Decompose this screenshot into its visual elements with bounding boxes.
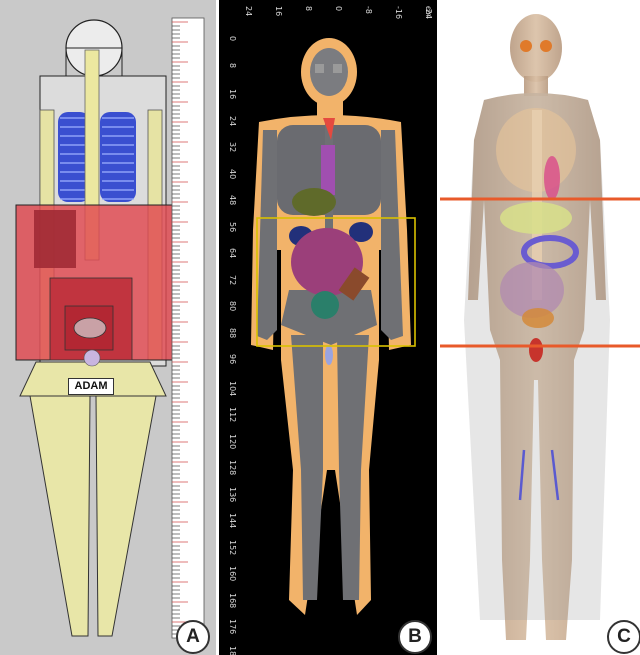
panel-c-mesh-phantom: C xyxy=(440,0,640,655)
axis-unit: cm xyxy=(424,6,433,17)
y-tick-label: 112 xyxy=(228,407,237,422)
y-tick-label: 18 xyxy=(228,646,237,655)
y-tick-label: 32 xyxy=(228,142,237,152)
y-tick-label: 16 xyxy=(228,89,237,99)
y-tick-label: 8 xyxy=(228,63,237,68)
y-tick-label: 40 xyxy=(228,169,237,179)
voxel-phantom-drawing xyxy=(219,0,437,655)
panel-a-badge: A xyxy=(176,620,210,654)
y-tick-label: 144 xyxy=(228,513,237,528)
y-tick-label: 24 xyxy=(228,116,237,126)
y-tick-label: 80 xyxy=(228,301,237,311)
x-tick-label: 8 xyxy=(304,6,313,11)
y-tick-label: 72 xyxy=(228,275,237,285)
mesh-phantom-drawing xyxy=(440,0,640,655)
bladder xyxy=(311,291,339,319)
phantom-liver xyxy=(34,210,76,268)
panel-c-badge: C xyxy=(607,620,640,654)
bladder xyxy=(522,308,554,328)
y-tick-label: 64 xyxy=(228,248,237,258)
ruler xyxy=(172,18,204,638)
y-tick-label: 128 xyxy=(228,460,237,475)
phantom-left-leg xyxy=(30,396,90,636)
genitals xyxy=(325,345,333,365)
y-tick-label: 176 xyxy=(228,619,237,634)
y-tick-label: 0 xyxy=(228,36,237,41)
x-tick-label: -8 xyxy=(364,6,373,14)
phantom-right-leg xyxy=(96,396,156,636)
y-tick-label: 160 xyxy=(228,566,237,581)
left-eye xyxy=(520,40,532,52)
y-tick-label: 48 xyxy=(228,195,237,205)
heart-region xyxy=(321,145,335,195)
x-tick-label: 16 xyxy=(274,6,283,16)
y-tick-label: 56 xyxy=(228,222,237,232)
phantom-bladder xyxy=(74,318,106,338)
y-tick-label: 88 xyxy=(228,328,237,338)
genitals xyxy=(529,338,543,362)
adam-label: ADAM xyxy=(68,378,114,395)
panel-a-adam-phantom: ADAM A xyxy=(0,0,216,655)
y-tick-label: 104 xyxy=(228,381,237,396)
x-tick-label: -16 xyxy=(394,6,403,19)
y-tick-label: 168 xyxy=(228,593,237,608)
x-tick-label: 0 xyxy=(334,6,343,11)
right-eye xyxy=(540,40,552,52)
liver xyxy=(500,202,572,234)
y-tick-label: 136 xyxy=(228,487,237,502)
heart xyxy=(544,156,560,200)
panel-b-badge: B xyxy=(398,620,432,654)
y-tick-label: 152 xyxy=(228,540,237,555)
x-tick-label: 24 xyxy=(244,6,253,16)
liver xyxy=(292,188,336,216)
y-tick-label: 120 xyxy=(228,434,237,449)
adam-phantom-drawing xyxy=(0,0,216,655)
y-tick-label: 96 xyxy=(228,354,237,364)
